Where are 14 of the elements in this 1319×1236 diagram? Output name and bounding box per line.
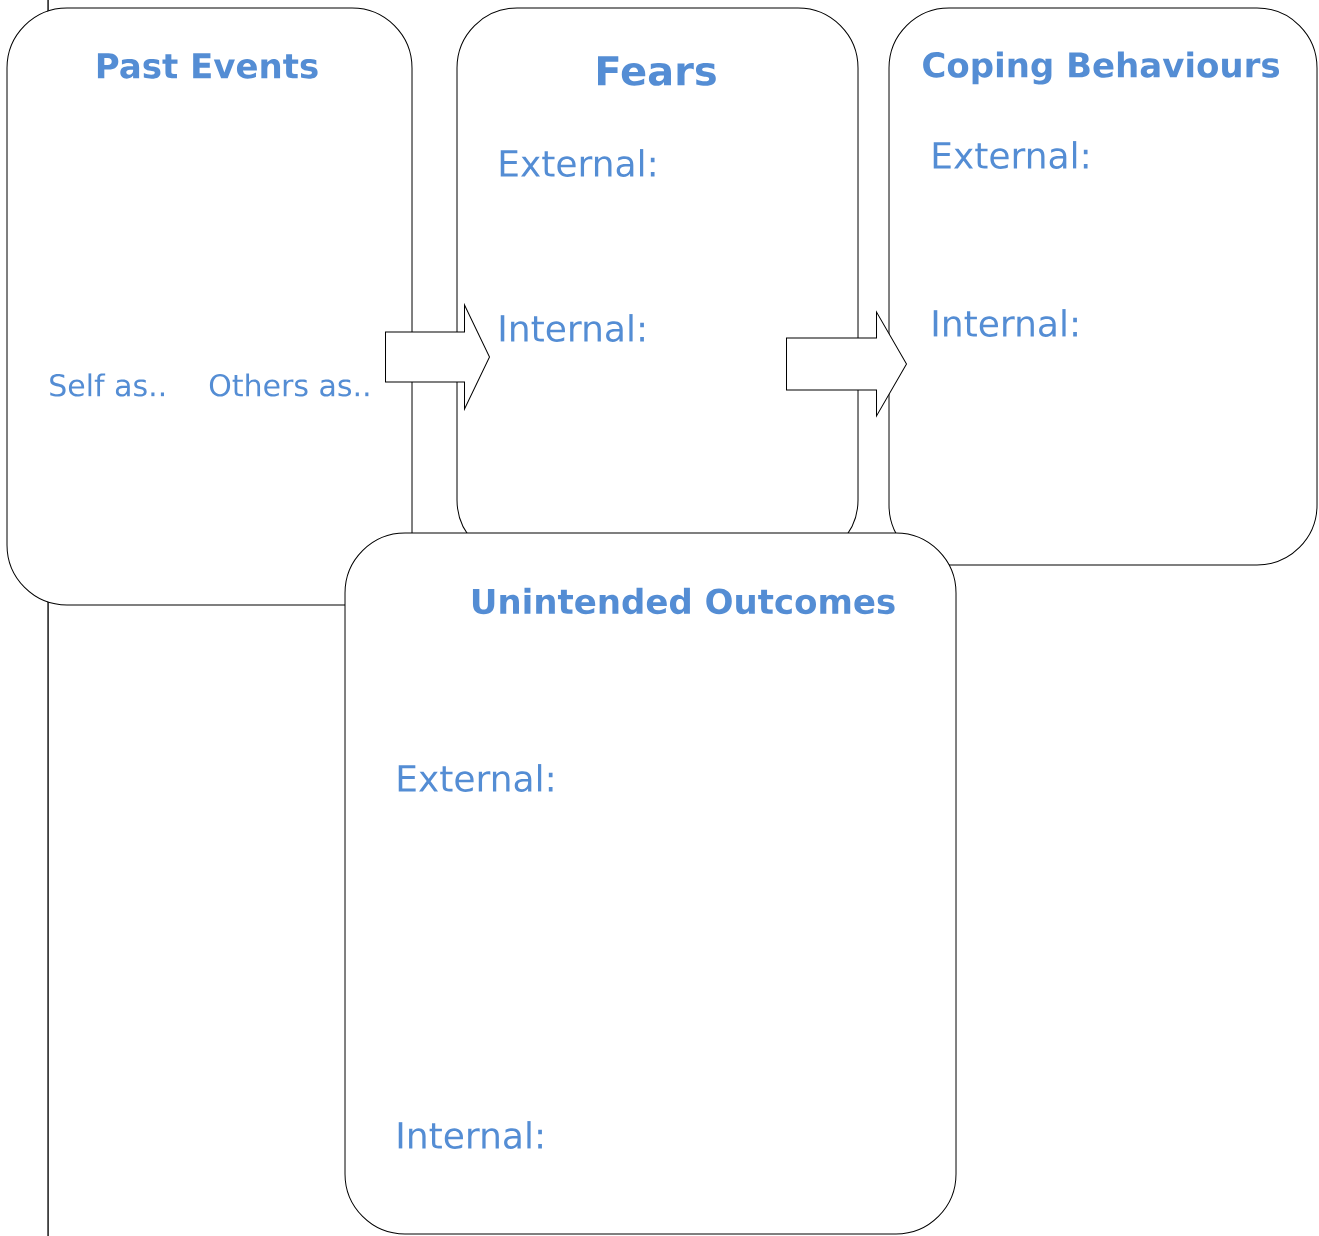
field-label: External: <box>398 764 553 792</box>
field-label: External: <box>933 141 1088 169</box>
block-arrow <box>786 311 907 417</box>
field-label: Self as.. <box>50 373 164 397</box>
box-heading: Fears <box>598 56 716 86</box>
field-label: Others as.. <box>209 373 369 397</box>
box-heading: Coping Behaviours <box>923 51 1279 85</box>
block-arrow <box>385 304 490 410</box>
field-label: Internal: <box>500 314 644 342</box>
box-heading: Unintended Outcomes <box>472 587 895 615</box>
field-label: Internal: <box>398 1121 542 1149</box>
box-heading: Past Events <box>97 53 318 79</box>
field-label: Internal: <box>933 309 1077 337</box>
field-label: External: <box>500 149 655 177</box>
